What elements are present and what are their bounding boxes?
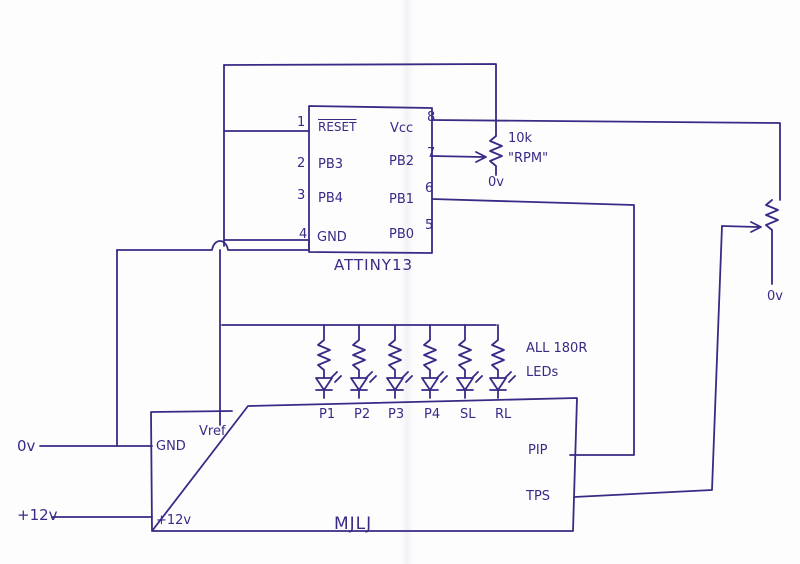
mjlj-body — [150, 397, 578, 532]
mjlj-pin-rl: RL — [495, 407, 512, 422]
mjlj-pin-p1: P1 — [319, 407, 336, 422]
led-column-2 — [350, 324, 377, 399]
ic-pin4-name: GND — [317, 230, 347, 245]
wire-vcc — [431, 119, 781, 201]
mjlj-pin-p2: P2 — [354, 407, 371, 422]
mjlj-pin-pip: PIP — [528, 443, 548, 458]
ic-pin1-name: RESET — [318, 120, 357, 134]
pot2-ground: 0v — [767, 289, 783, 304]
wire-reset-loop — [223, 63, 497, 137]
pot-tps-wiper — [721, 221, 762, 233]
pot-value: 10k — [508, 131, 533, 146]
ic-name: ATTINY13 — [334, 256, 414, 274]
mjlj-pin-p3: P3 — [388, 407, 405, 422]
ic-pin4-num: 4 — [299, 227, 308, 242]
input-0v: 0v — [17, 437, 36, 455]
ic-pin8-name: Vcc — [390, 121, 414, 136]
ic-pin7-num: 7 — [427, 146, 436, 161]
ic-pin1-num: 1 — [297, 115, 306, 130]
ic-pin5-num: 5 — [425, 218, 434, 233]
mjlj-pin-sl: SL — [460, 407, 476, 422]
input-12v: +12v — [17, 506, 58, 524]
ic-pin2-num: 2 — [297, 156, 306, 171]
ic-pin3-num: 3 — [297, 188, 306, 203]
mjlj-name: MJLJ — [334, 514, 373, 534]
ic-pin5-name: PB0 — [389, 227, 415, 242]
ic-pin6-num: 6 — [425, 181, 434, 196]
mjlj-pin-gnd: GND — [156, 439, 186, 454]
pot-10k — [489, 135, 503, 176]
mjlj-pin-p4: P4 — [424, 407, 441, 422]
led-column-3 — [386, 324, 413, 399]
pot-tps — [765, 199, 779, 285]
led-note-leds: LEDs — [526, 365, 559, 380]
ic-pin6-name: PB1 — [389, 192, 415, 207]
led-column-5 — [456, 324, 483, 399]
ic-body — [308, 105, 433, 254]
pot-label: "RPM" — [508, 151, 549, 166]
mjlj-pin-tps: TPS — [526, 489, 551, 504]
ic-pin2-name: PB3 — [318, 157, 344, 172]
pot-ground: 0v — [488, 175, 504, 190]
led-column-1 — [315, 324, 342, 399]
mjlj-pin-12v: +12v — [156, 513, 192, 528]
wire-tps — [573, 225, 723, 498]
paper-fold — [400, 0, 414, 564]
ic-pin8-num: 8 — [427, 110, 436, 125]
ic-pin3-name: PB4 — [318, 191, 344, 206]
mjlj-vref: Vref — [199, 424, 226, 439]
wire-pb1-pip — [431, 198, 635, 456]
led-column-4 — [421, 324, 448, 399]
led-column-6 — [489, 324, 516, 399]
pot-wiper-arrow — [431, 151, 487, 163]
ic-pin7-name: PB2 — [389, 154, 415, 169]
wire-gnd-crossing — [116, 239, 310, 251]
led-note-resistors: ALL 180R — [526, 341, 588, 356]
